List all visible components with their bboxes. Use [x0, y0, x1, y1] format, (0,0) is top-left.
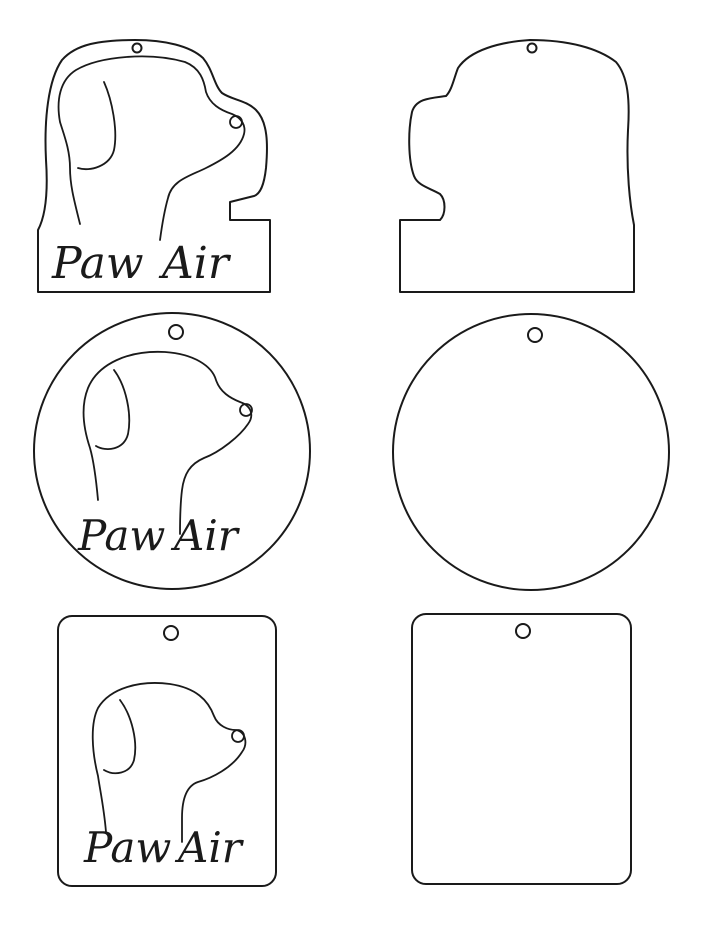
dog-head-outline — [37, 39, 271, 293]
circle-back-tag — [392, 313, 670, 591]
dog-head-back-outline — [399, 39, 635, 293]
dog-nose — [229, 115, 243, 129]
rectangle-outline — [57, 615, 277, 887]
hanging-hole — [168, 324, 184, 340]
brand-word-paw: Paw — [77, 511, 165, 560]
dog-profile-line — [91, 682, 247, 843]
dog-nose — [239, 403, 253, 417]
dog-head-back-tag — [399, 39, 635, 293]
dog-head-front-tag: Paw Air — [37, 39, 271, 293]
dog-ear-line — [77, 81, 117, 171]
brand-word-air: Air — [170, 511, 241, 560]
hanging-hole — [515, 623, 531, 639]
dog-profile-line — [57, 55, 246, 241]
dog-profile-line — [82, 350, 253, 535]
hanging-hole — [131, 42, 143, 54]
hanging-hole — [527, 327, 543, 343]
hanging-hole — [163, 625, 179, 641]
brand-word-air: Air — [174, 823, 245, 872]
hanging-hole — [526, 42, 538, 54]
dog-ear-line — [95, 369, 131, 450]
brand-word-air: Air — [158, 238, 232, 289]
rectangle-outline — [411, 613, 632, 885]
dog-ear-line — [103, 699, 137, 775]
circle-outline — [33, 312, 311, 590]
circle-outline — [392, 313, 670, 591]
brand-word-paw: Paw — [51, 238, 144, 289]
brand-word-paw: Paw — [83, 823, 171, 872]
rectangle-back-tag — [411, 613, 632, 885]
dog-nose — [231, 729, 245, 743]
circle-front-tag: Paw Air — [33, 312, 311, 590]
rectangle-front-tag: Paw Air — [57, 615, 277, 887]
